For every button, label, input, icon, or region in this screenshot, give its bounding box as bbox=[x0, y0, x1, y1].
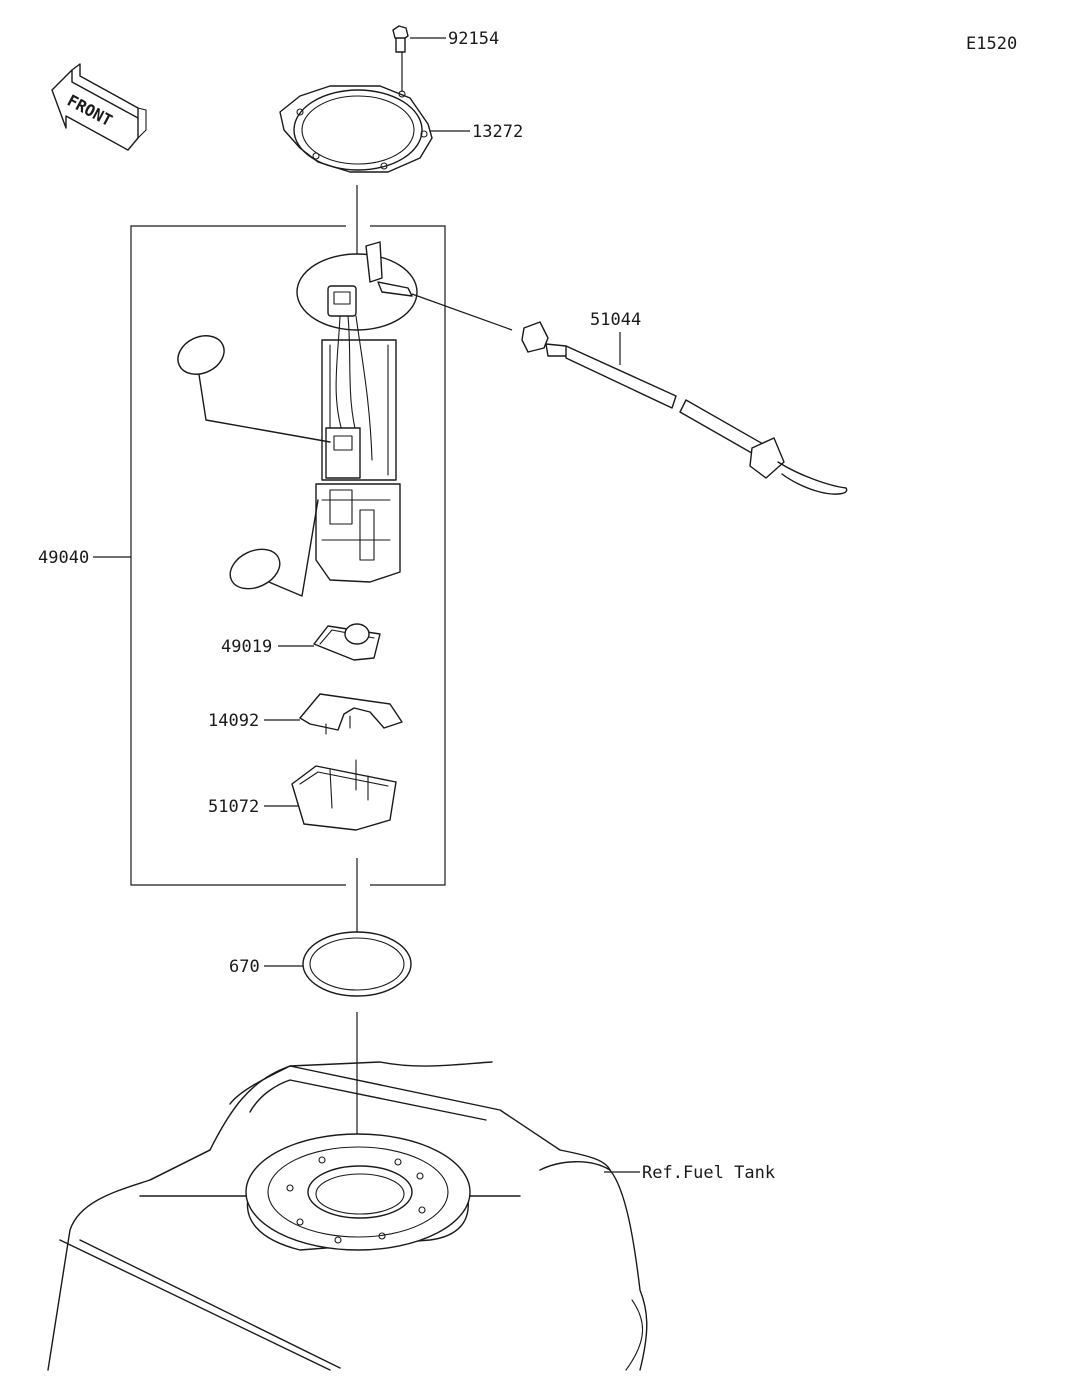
fuel-pump-assembly bbox=[177, 241, 418, 597]
front-label: FRONT bbox=[64, 91, 115, 130]
part-label-51072: 51072 bbox=[208, 797, 259, 817]
bracket-14092 bbox=[264, 693, 403, 735]
diagram-code: E1520 bbox=[966, 34, 1017, 54]
part-label-49019: 49019 bbox=[221, 637, 272, 657]
part-label-670: 670 bbox=[229, 957, 260, 977]
part-label-13272: 13272 bbox=[472, 122, 523, 142]
part-label-49040: 49040 bbox=[38, 548, 89, 568]
filter-49019 bbox=[278, 623, 381, 661]
part-label-14092: 14092 bbox=[208, 711, 259, 731]
fuel-tank-reference bbox=[47, 1061, 648, 1371]
part-label-92154: 92154 bbox=[448, 29, 499, 49]
gasket-plate-13272 bbox=[279, 85, 470, 173]
cup-51072 bbox=[264, 759, 397, 831]
reference-label: Ref.Fuel Tank bbox=[642, 1163, 775, 1183]
part-label-51044: 51044 bbox=[590, 310, 641, 330]
front-arrow-icon: FRONT bbox=[51, 63, 147, 151]
fuel-hose-51044 bbox=[411, 293, 848, 495]
bolt-92154 bbox=[392, 25, 446, 92]
